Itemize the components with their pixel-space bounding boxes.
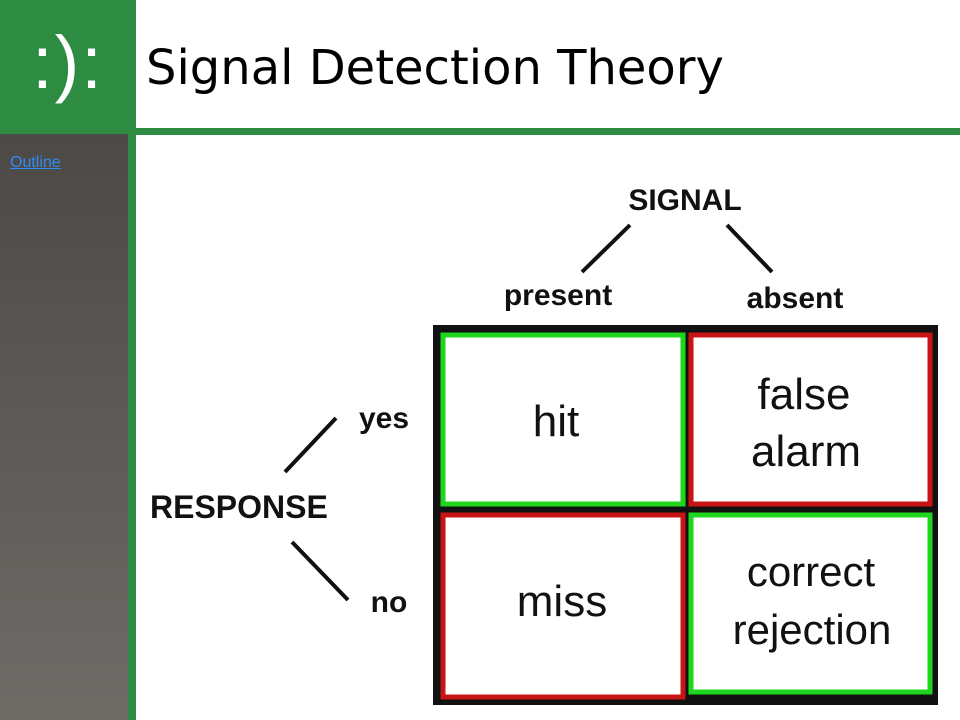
logo-box: :):	[0, 0, 136, 134]
smiley-logo-icon: :):	[32, 21, 104, 104]
sidebar-accent-stripe	[128, 134, 136, 720]
cell-label-line-2: rejection	[733, 606, 892, 653]
matrix-cell-miss: miss	[440, 512, 686, 700]
matrix-cell-false-alarm: false alarm	[688, 332, 933, 507]
title-underline	[136, 128, 960, 135]
row-label-no: no	[371, 586, 408, 619]
matrix-cell-correct-rejection: correct rejection	[688, 512, 933, 695]
cell-background	[441, 333, 685, 506]
cell-border	[440, 512, 686, 700]
signal-label: SIGNAL	[628, 184, 741, 217]
page-title: Signal Detection Theory	[146, 40, 724, 96]
response-branch-no	[290, 540, 350, 602]
cell-background	[689, 333, 932, 506]
response-label: RESPONSE	[150, 489, 328, 525]
sidebar	[0, 134, 128, 720]
matrix-cell-hit: hit	[440, 332, 686, 507]
cell-label-line-1: correct	[747, 548, 876, 595]
cell-border	[688, 512, 933, 695]
response-branch-yes	[283, 416, 338, 474]
outline-link[interactable]: Outline	[10, 154, 61, 171]
cell-background	[689, 513, 932, 694]
column-label-absent: absent	[747, 282, 844, 315]
row-label-yes: yes	[359, 402, 409, 435]
signal-branch-present	[580, 223, 632, 274]
cell-label-line-1: false	[758, 370, 851, 419]
cell-background	[441, 513, 685, 699]
cell-label-line-1: hit	[533, 397, 579, 446]
signal-branch-absent	[725, 223, 774, 274]
cell-label-line-2: alarm	[751, 427, 861, 476]
column-label-present: present	[504, 279, 612, 312]
cell-border	[688, 332, 933, 507]
cell-border	[440, 332, 686, 507]
signal-detection-diagram: SIGNAL present absent RESPONSE yes no hi…	[150, 184, 938, 705]
cell-label-line-1: miss	[517, 577, 607, 626]
